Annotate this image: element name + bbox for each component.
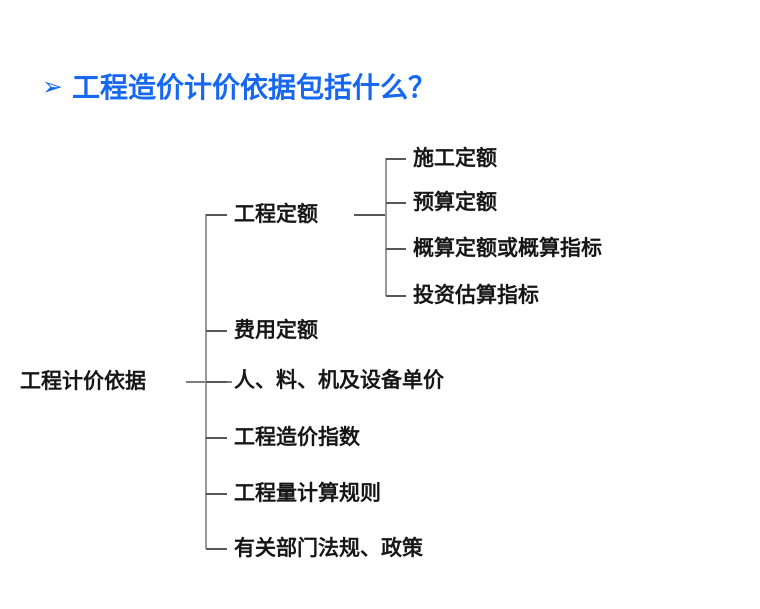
tree-branch-0-label: 工程定额 [234, 203, 318, 226]
tree-branch-2-label: 人、料、机及设备单价 [234, 369, 444, 392]
tree-branch-5-label: 有关部门法规、政策 [234, 537, 423, 560]
subtree-stub-line [386, 295, 406, 297]
tree-branch-4-label: 工程量计算规则 [234, 482, 381, 505]
tree-branch-3-label: 工程造价指数 [234, 426, 360, 449]
branch-stub-line [206, 493, 227, 495]
tree-leaf-0-3-label: 投资估算指标 [413, 284, 539, 307]
page-title-text: 工程造价计价依据包括什么？ [71, 72, 436, 103]
tree-branch-1-label: 费用定额 [234, 319, 318, 342]
main-spine-line [205, 214, 207, 549]
arrow-right-bullet-icon: ➢ [42, 72, 63, 101]
subtree-connector-line [354, 214, 386, 216]
tree-leaf-0-0-label: 施工定额 [413, 147, 497, 170]
tree-leaf-0-2-label: 概算定额或概算指标 [413, 237, 602, 260]
tree-root-node: 工程计价依据 [20, 370, 146, 393]
tree-leaf-0-1-label: 预算定额 [413, 191, 497, 214]
subtree-stub-line [386, 248, 406, 250]
branch-stub-line [206, 330, 227, 332]
subtree-stub-line [386, 158, 406, 160]
subtree-stub-line [386, 202, 406, 204]
branch-stub-line [206, 548, 227, 550]
branch-stub-line [206, 381, 227, 383]
branch-stub-line [206, 437, 227, 439]
branch-stub-line [206, 214, 227, 216]
page-title: ➢ 工程造价计价依据包括什么？ [42, 74, 436, 102]
subtree-spine-line [385, 158, 387, 296]
